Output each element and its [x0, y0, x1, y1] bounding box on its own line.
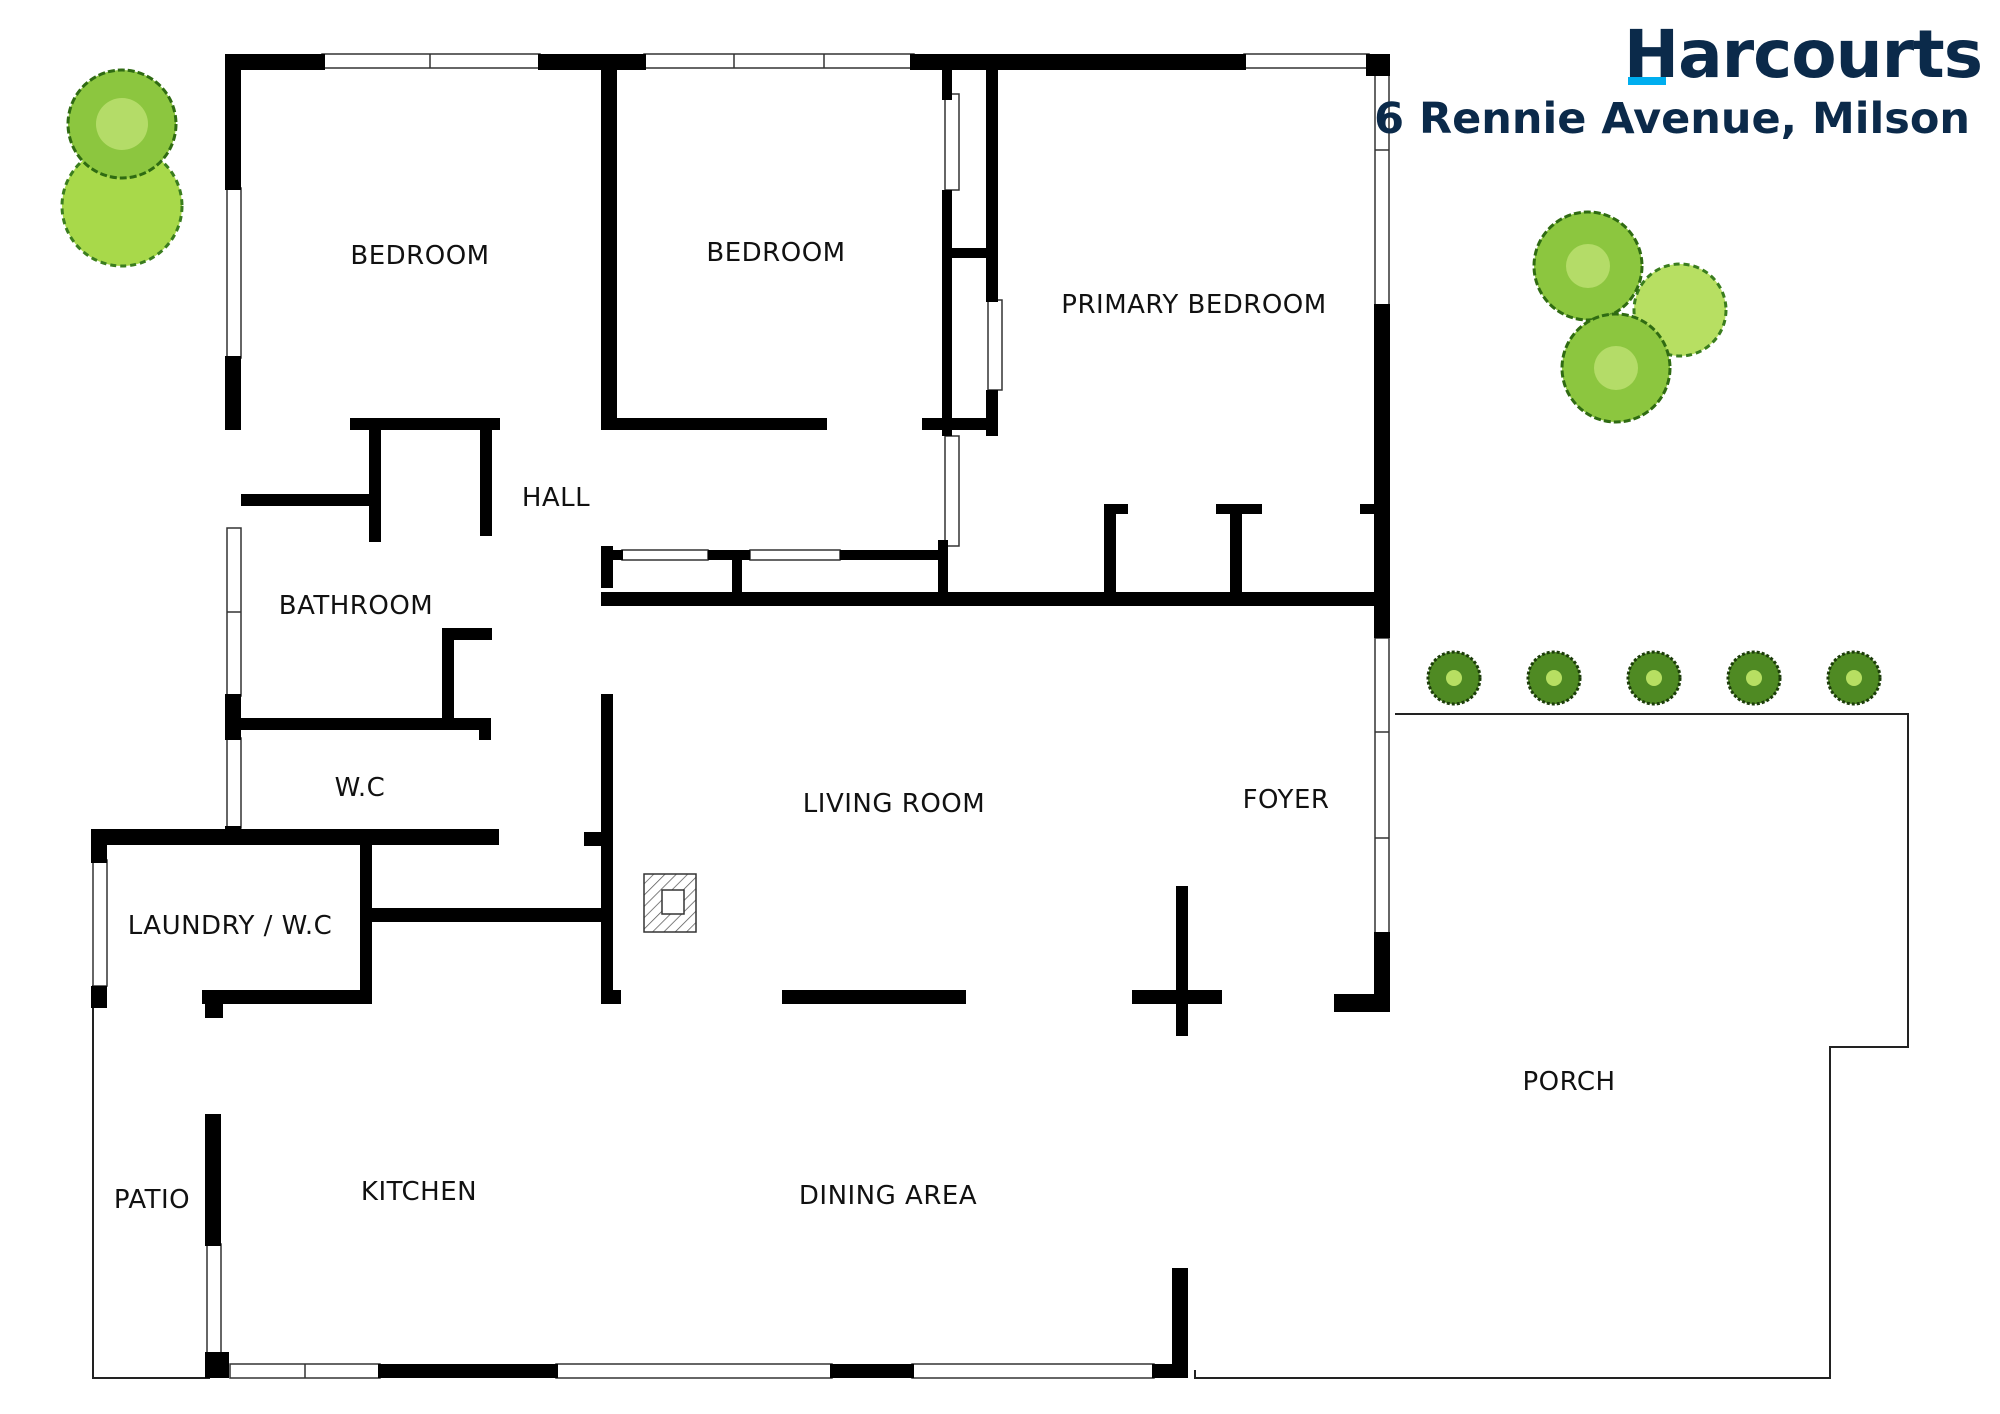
patio-outline: [92, 985, 210, 1379]
room-label-patio: PATIO: [114, 1185, 190, 1215]
shrub-icon: [1726, 650, 1782, 706]
room-label-dining-area: DINING AREA: [799, 1181, 977, 1211]
brand-logo: Harcourts: [1624, 20, 1983, 90]
tree-icon: [60, 68, 184, 268]
brand-name: Harcourts: [1623, 16, 1983, 93]
room-label-bathroom: BATHROOM: [279, 591, 433, 621]
room-label-porch: PORCH: [1522, 1067, 1615, 1097]
room-label-foyer: FOYER: [1243, 785, 1330, 815]
room-label-living-room: LIVING ROOM: [803, 789, 985, 819]
room-label-kitchen: KITCHEN: [361, 1177, 477, 1207]
room-label-hall: HALL: [522, 483, 590, 513]
room-label-wc: W.C: [335, 773, 386, 803]
brand-block: Harcourts 6 Rennie Avenue, Milson: [1374, 20, 1983, 145]
walls: [91, 54, 1390, 1378]
tree-icon: [1532, 210, 1728, 424]
brand-accent-bar: [1627, 77, 1666, 85]
room-label-bedroom: BEDROOM: [706, 238, 845, 268]
shrub-icon: [1826, 650, 1882, 706]
room-label-laundry-wc: LAUNDRY / W.C: [128, 911, 333, 941]
shrub-icon: [1626, 650, 1682, 706]
fireplace-icon: [643, 873, 697, 933]
porch-outline: [1194, 713, 1909, 1379]
shrub-icon: [1426, 650, 1482, 706]
shrub-icon: [1526, 650, 1582, 706]
room-label-primary-bedroom: PRIMARY BEDROOM: [1061, 290, 1326, 320]
room-label-bedroom: BEDROOM: [350, 241, 489, 271]
property-address: 6 Rennie Avenue, Milson: [1374, 94, 1970, 144]
